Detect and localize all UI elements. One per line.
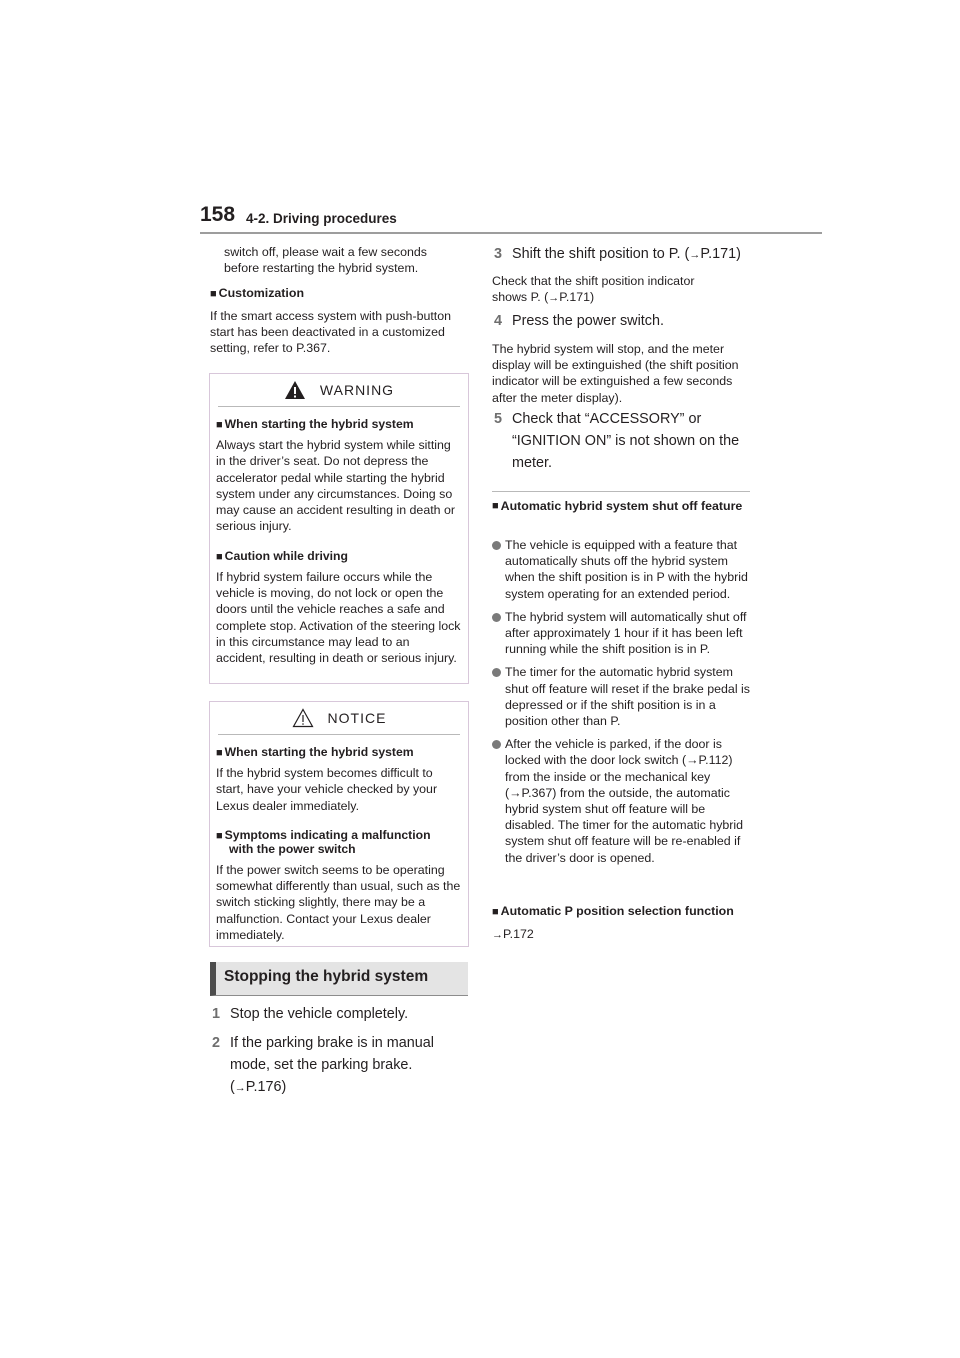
section-banner: Stopping the hybrid system [210, 962, 468, 996]
auto-shutoff-list: The vehicle is equipped with a feature t… [492, 537, 752, 873]
right-arrow-icon: → [689, 249, 701, 261]
notice-rule [218, 734, 460, 735]
step-3-note-reference[interactable]: P.171) [559, 290, 595, 305]
warning-text-2: If hybrid system failure occurs while th… [216, 569, 461, 666]
warning-title: WARNING [319, 382, 395, 398]
right-arrow-icon: → [492, 929, 503, 941]
warning-box: WARNING ■When starting the hybrid system… [209, 373, 469, 684]
list-item: The timer for the automatic hybrid syste… [492, 664, 752, 729]
notice-box: NOTICE ■When starting the hybrid system … [209, 701, 469, 947]
notice-header: NOTICE [210, 702, 468, 734]
warning-header: WARNING [210, 374, 468, 406]
customization-text: If the smart access system with push-but… [210, 309, 452, 356]
header-rule [200, 232, 822, 234]
warning-heading-2: ■Caution while driving [216, 548, 348, 563]
notice-text-2: If the power switch seems to be operatin… [216, 862, 461, 943]
warning-rule [218, 406, 460, 407]
step-5: 5 Check that “ACCESSORY” or “IGNITION ON… [494, 411, 740, 471]
list-item: The vehicle is equipped with a feature t… [492, 537, 752, 602]
list-item: After the vehicle is parked, if the door… [492, 736, 752, 866]
right-arrow-icon: → [234, 1082, 246, 1094]
bullet-dot-icon [492, 541, 501, 550]
list-item: The hybrid system will automatically shu… [492, 609, 752, 658]
auto-p-reference[interactable]: →P.172 [492, 927, 534, 941]
notice-title: NOTICE [327, 710, 387, 726]
notice-triangle-icon [292, 708, 314, 728]
section-title: 4-2. Driving procedures [246, 211, 397, 226]
bullet-dot-icon [492, 668, 501, 678]
step-4-note: The hybrid system will stop, and the met… [492, 342, 739, 405]
step-2: 2 If the parking brake is in manual mode… [212, 1035, 434, 1095]
customization-heading: ■Customization [210, 286, 305, 300]
bullet-dot-icon [492, 612, 501, 622]
warning-heading-1: ■When starting the hybrid system [216, 417, 414, 431]
banner-title: Stopping the hybrid system [224, 968, 429, 985]
warning-text-1: Always start the hybrid system while sit… [216, 438, 456, 534]
divider [492, 491, 750, 492]
warning-triangle-icon [284, 381, 305, 399]
step-3-note: Check that the shift position indicator … [492, 274, 695, 305]
notice-heading-1: ■When starting the hybrid system [216, 745, 414, 759]
bullet-dot-icon [492, 740, 501, 750]
continued-paragraph: switch off, please wait a few seconds be… [224, 245, 427, 276]
step-2-reference[interactable]: P.176) [245, 1079, 287, 1095]
notice-text-1: If the hybrid system becomes difficult t… [216, 766, 438, 813]
auto-p-heading: ■Automatic P position selection function [492, 904, 734, 918]
square-bullet-icon: ■ [210, 288, 217, 300]
right-arrow-icon: → [548, 292, 560, 305]
step-3-reference[interactable]: P.171) [700, 246, 741, 262]
auto-shutoff-heading: ■Automatic hybrid system shut off featur… [492, 499, 743, 513]
page-number: 158 [200, 203, 236, 226]
